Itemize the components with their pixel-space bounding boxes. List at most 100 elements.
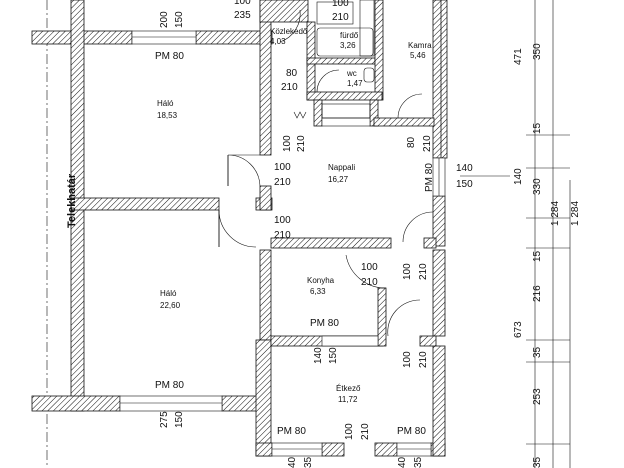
wall-etkezo-bottom [255,442,273,457]
dim-35-b: 35 [532,456,543,468]
label-pm80-4: PM 80 [277,426,306,437]
wall-bath-5 [313,99,323,127]
dim-15-b: 15 [532,250,543,262]
dim-1284-a: 1 284 [550,201,561,226]
label-140: 140 [456,163,473,174]
door-halo1 [227,154,261,187]
dim-330: 330 [532,178,543,195]
dim-471: 471 [513,48,524,65]
door-konyha-right [387,299,421,337]
room-labels: Közlekedő 4,03 fürdő 3,26 Kamra 5,46 wc … [157,27,432,404]
window-top [131,30,197,45]
label-140-v: 140 [313,347,324,364]
label-100-v3: 100 [402,351,413,368]
label-275: 275 [159,411,170,428]
label-235: 235 [234,10,251,21]
label-35-a: 35 [303,456,314,468]
room-wc-name: wc [346,69,357,78]
wall-bath-4 [306,91,383,101]
zigzag-opening [293,111,307,119]
wall-konyha-bottom-2 [419,335,437,347]
label-210-v3: 210 [418,263,429,280]
label-100-b: 100 [274,215,291,226]
dim-1284-b: 1 284 [570,201,581,226]
wall-mid-h [70,197,220,211]
label-210-v1: 210 [296,135,307,152]
label-100-bath: 100 [332,0,349,9]
label-200: 200 [159,11,170,28]
wall-bath-8 [259,0,309,23]
room-wc-area: 1,47 [347,79,363,88]
label-pm80-2: PM 80 [310,318,339,329]
dim-216: 216 [532,285,543,302]
label-150: 150 [456,179,473,190]
dim-253: 253 [532,388,543,405]
door-konyha [345,254,387,289]
wall-etkezo-bottom-2 [321,442,345,457]
label-pm80-v: PM 80 [424,163,435,192]
label-pm80-5: PM 80 [397,426,426,437]
room-halo1-name: Háló [157,99,174,108]
dim-350: 350 [532,43,543,60]
dim-673: 673 [513,321,524,338]
window-konyha [321,335,379,347]
label-210-d: 210 [361,277,378,288]
label-100-v1: 100 [282,135,293,152]
label-210-a: 210 [281,82,298,93]
sink [321,103,371,119]
wall-inner-v-3 [259,249,272,341]
label-100-top: 100 [234,0,251,7]
wall-top-left-2 [79,30,133,45]
label-100-a: 100 [274,162,291,173]
label-35-b: 35 [413,456,424,468]
window-etkezo-1 [271,442,323,457]
wall-bath-2 [306,57,376,65]
dim-140: 140 [513,168,524,185]
label-100-v4: 100 [344,423,355,440]
room-kamra-name: Kamra [408,41,432,50]
room-etkezo-name: Étkező [336,384,361,393]
door-etkezo [279,9,301,43]
room-halo1-area: 18,53 [157,111,178,120]
room-konyha-area: 6,33 [310,287,326,296]
shower [316,1,354,25]
room-konyha-name: Konyha [307,276,335,285]
wall-etkezo-left [255,339,272,457]
window-etkezo-2 [396,442,432,457]
wall-konyha-top-2 [423,237,437,249]
rotated-labels: 200 150 100 210 80 210 PM 80 100 210 140… [159,11,435,468]
label-80: 80 [286,68,298,79]
label-210-v5: 210 [360,423,371,440]
wall-far-right [440,0,448,159]
walls [31,0,448,457]
room-nappali-name: Nappali [328,163,355,172]
fixtures [316,0,375,119]
window-kozlekedo [321,117,371,127]
room-nappali-area: 16,27 [328,175,349,184]
door-wc [316,69,340,93]
label-40-a: 40 [287,456,298,468]
room-kamra-area: 5,46 [410,51,426,60]
wall-bottom [31,395,121,412]
room-furdo-area: 3,26 [340,41,356,50]
label-80-v: 80 [406,136,417,148]
room-kozlekedo-name: Közlekedő [270,27,308,36]
wall-konyha-top [270,237,392,249]
wall-bath-3 [374,0,384,101]
wall-right-4 [432,345,446,457]
label-40-b: 40 [397,456,408,468]
door-halo2 [218,209,257,248]
label-pm80-3: PM 80 [155,380,184,391]
label-210-bath: 210 [332,12,349,23]
dim-35-a: 35 [532,346,543,358]
dimension-chain: 471 140 673 253 350 15 330 15 216 35 35 … [513,43,581,468]
label-150-v: 150 [328,347,339,364]
wall-inner-v-2 [259,185,272,211]
window-bottom [119,395,223,412]
room-kozlekedo-area: 4,03 [270,37,286,46]
wall-konyha-right [377,287,387,347]
label-210-v2: 210 [422,135,433,152]
wall-bath-7 [373,117,435,127]
label-pm80-1: PM 80 [155,51,184,62]
door-kamra [397,93,423,119]
